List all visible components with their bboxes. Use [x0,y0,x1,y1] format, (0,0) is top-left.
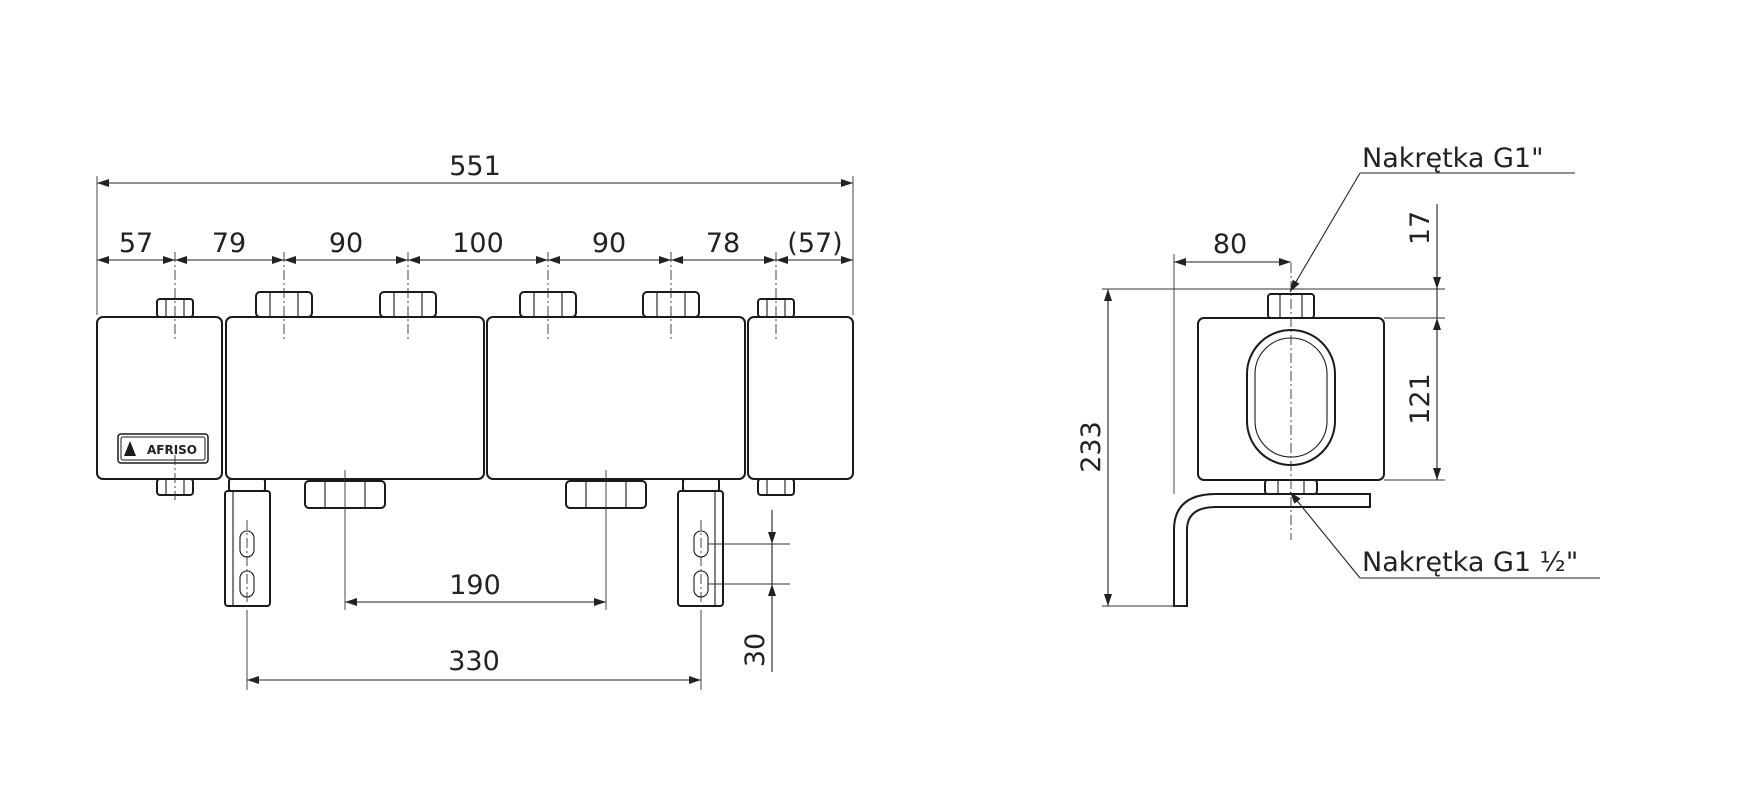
dim-190-label: 190 [449,570,501,601]
dim-slot-spacing: 30 [740,510,776,672]
dim-segment-6: 78 [706,228,740,259]
dim-330-label: 330 [448,646,500,677]
dim-segment-4: 100 [452,228,504,259]
centerlines [174,252,777,610]
dim-segment-3: 90 [329,228,363,259]
dim-side-width-label: 80 [1213,229,1247,260]
dim-segment-end-ref: (57) [787,228,842,259]
mounting-bracket-right [677,478,724,607]
side-view: 80 233 121 17 Nakrętka G1" Nakrętk [1076,143,1600,607]
housing-center-left [225,316,485,480]
front-extension-lines [96,176,854,690]
housing-right-end [747,316,854,480]
dim-330: 330 [247,646,701,684]
dim-nut-height: 17 [1405,204,1441,318]
dim-overall-width-label: 551 [449,151,501,182]
callout-bottom-nut: Nakrętka G1 ½" [1289,491,1600,579]
dim-slot-spacing-label: 30 [740,633,771,667]
side-extension-lines [1102,254,1445,607]
l-shaped-bracket [1173,493,1371,607]
dim-total-height: 233 [1076,289,1112,606]
dim-total-height-label: 233 [1076,421,1107,473]
brand-logo: AFRISO [117,433,209,464]
dim-overall-width: 551 [97,151,853,187]
dim-190: 190 [345,570,606,606]
dim-chain: 57 79 90 100 90 78 (57) [97,228,853,264]
callout-top-nut: Nakrętka G1" [1289,143,1575,293]
front-view: AFRISO [96,151,854,690]
small-nut-bottom-right [757,478,795,496]
dim-segment-2: 79 [212,228,246,259]
dim-side-width: 80 [1174,229,1291,266]
dim-segment-1: 57 [119,228,153,259]
callout-top-label: Nakrętka G1" [1362,143,1544,174]
dim-body-height-label: 121 [1405,373,1436,425]
dim-nut-height-label: 17 [1405,211,1436,245]
callout-bottom-label: Nakrętka G1 ½" [1362,547,1578,578]
housing-center-right [486,316,746,480]
top-fittings [156,291,795,318]
dim-segment-5: 90 [592,228,626,259]
dim-body-height: 121 [1405,318,1441,480]
mounting-bracket-left [224,478,271,607]
brand-label: AFRISO [147,443,197,457]
